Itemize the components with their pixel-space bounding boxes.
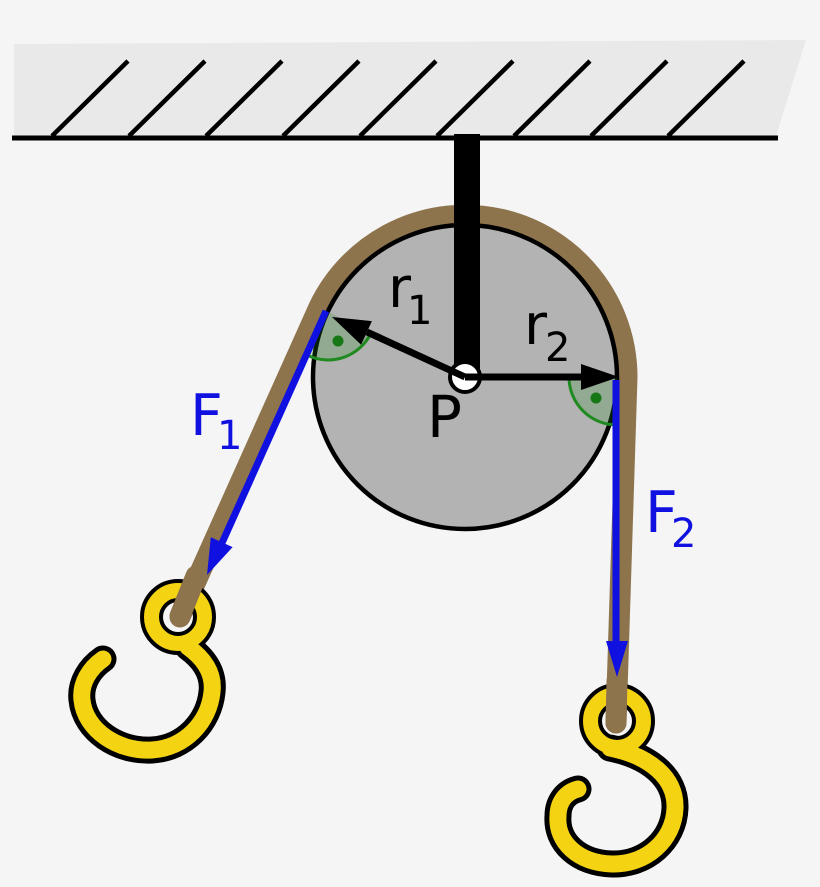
force1-label: F [190, 383, 223, 449]
hook-body [73, 638, 221, 759]
right-angle-marker-left [307, 312, 373, 362]
force2-arrow [606, 380, 628, 677]
angle-arc [307, 332, 373, 362]
hook-left [68, 579, 226, 764]
mounting-bar [454, 134, 480, 380]
hook-eye [144, 583, 212, 651]
radius2-arrowhead [581, 364, 619, 390]
force1-subscript: 1 [217, 413, 242, 459]
hatch-line [204, 59, 284, 138]
rope-end-left [169, 565, 207, 627]
radius1-line [365, 328, 467, 381]
radius1-subscript: 1 [407, 288, 432, 334]
hatch-line [435, 59, 515, 138]
force1-line [218, 309, 330, 545]
hook-body [549, 739, 684, 873]
ceiling-hatch-lines [50, 59, 746, 138]
rope-left-segment [169, 296, 330, 628]
hatch-line [358, 59, 438, 138]
pivot-label: P [427, 383, 462, 451]
hatch-line [666, 59, 746, 138]
right-angle-dot [332, 335, 344, 347]
hatch-line [127, 59, 207, 138]
radius1-label: r [388, 256, 412, 321]
hatch-line [512, 59, 592, 138]
hook-right [544, 683, 689, 878]
force2-label: F [645, 480, 678, 546]
force2-subscript: 2 [671, 511, 696, 557]
radius2-label: r [524, 293, 548, 358]
hatch-line [589, 59, 669, 138]
radius1-arrowhead [332, 317, 372, 345]
hatch-line [50, 59, 130, 138]
rope-arc-over-pulley [309, 204, 638, 378]
rope-end-right [605, 670, 628, 734]
hatch-line [281, 59, 361, 138]
right-angle-dot [590, 392, 602, 404]
radius2-subscript: 2 [545, 325, 570, 371]
force1-arrowhead [207, 537, 233, 575]
ceiling [12, 40, 806, 141]
radius2-arrow [465, 364, 619, 390]
force2-arrowhead [606, 641, 628, 677]
angle-arc [567, 376, 618, 427]
force1-arrow [207, 309, 330, 575]
radius1-arrow [332, 317, 467, 381]
